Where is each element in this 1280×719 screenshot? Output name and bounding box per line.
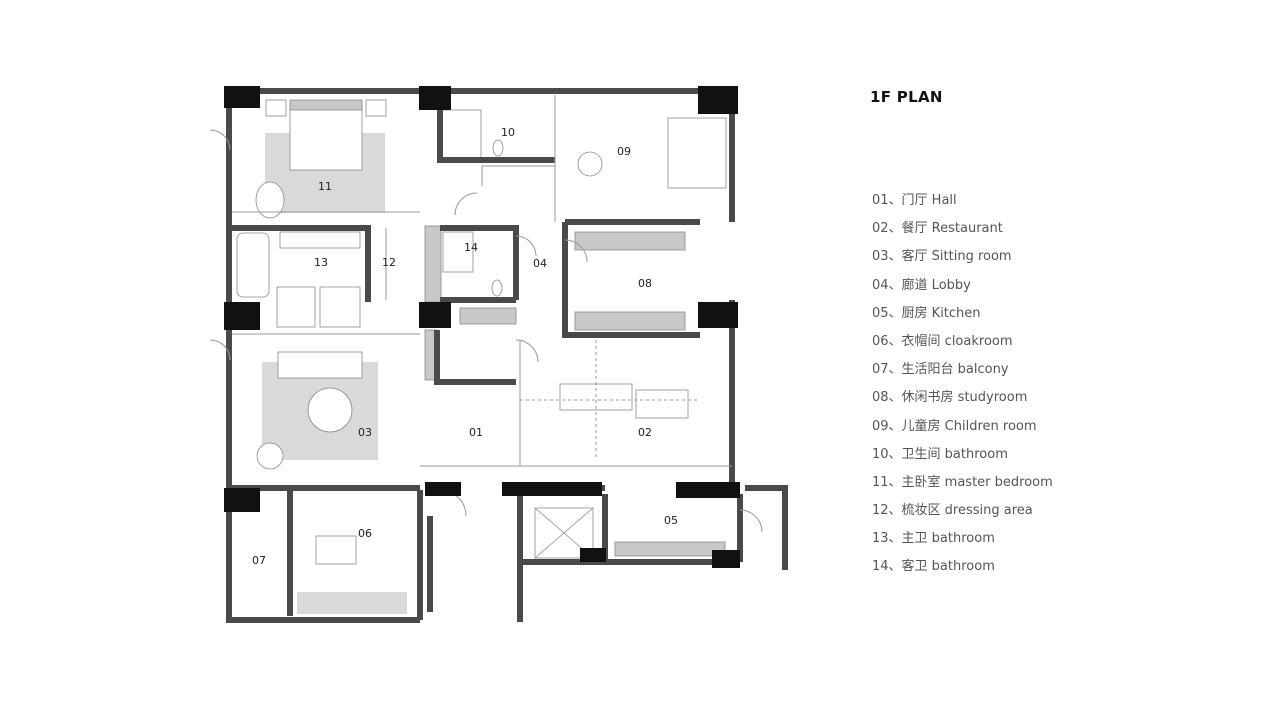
toilet-14 [491,279,503,297]
room-08-number: 08 [638,277,652,290]
legend-item: 01、门厅 Hall [872,193,957,208]
room-07-number: 07 [252,554,266,567]
legend-item: 03、客厅 Sitting room [872,249,1012,265]
plan-title: 1F PLAN [870,88,943,106]
sofa [277,351,363,379]
cloak-island [315,535,357,565]
toilet-10 [492,139,504,157]
toilet-room-13 [319,286,361,328]
room-14-number: 14 [464,241,478,254]
armchair [256,442,284,470]
nightstand-left [265,99,287,117]
nightstand-right [365,99,387,117]
furniture [236,99,727,565]
legend-item: 02、餐厅 Restaurant [872,221,1003,237]
room-04-number: 04 [533,257,547,270]
legend-item: 12、梳妆区 dressing area [872,503,1033,519]
children-bed [667,117,727,189]
partition-block-c [459,307,517,325]
room-11-number: 11 [318,180,332,193]
coffee-table [307,387,353,433]
play-table [577,151,603,177]
legend-item: 13、主卫 bathroom [872,531,995,547]
legend-item: 09、儿童房 Children room [872,418,1037,434]
kitchen-counter [614,541,726,557]
shower-14 [442,231,474,273]
dining-island [635,389,689,419]
column [676,482,740,498]
legend-item: 08、休闲书房 studyroom [872,390,1028,406]
bathtub [236,232,270,298]
column [224,488,260,512]
column [712,550,740,568]
column [698,302,738,328]
legend-item: 14、客卫 bathroom [872,559,995,575]
room-05-number: 05 [664,514,678,527]
column [224,302,260,330]
legend-item: 07、生活阳台 balcony [872,362,1009,378]
legend-item: 10、卫生间 bathroom [872,446,1008,462]
column [502,482,602,496]
partition-block-a [424,225,442,303]
column [698,86,738,114]
shower-10 [440,109,482,161]
bed-headboard [289,99,363,111]
room-legend: 01、门厅 Hall 02、餐厅 Restaurant 03、客厅 Sittin… [872,192,1053,587]
room-13-number: 13 [314,256,328,269]
room-03-number: 03 [358,426,372,439]
legend-item: 06、衣帽间 cloakroom [872,333,1013,349]
column [425,482,461,496]
columns [224,86,740,568]
study-desk [574,311,686,331]
study-shelf [574,231,686,251]
room-numbers: 01 02 03 04 05 06 07 08 09 10 11 12 13 1… [252,126,678,567]
room-10-number: 10 [501,126,515,139]
room-02-number: 02 [638,426,652,439]
lounge-chair [255,181,285,219]
room-06-number: 06 [358,527,372,540]
legend-item: 11、主卧室 master bedroom [872,474,1053,490]
shower-13 [276,286,316,328]
master-bed [289,103,363,171]
column [580,548,606,562]
vanity-counter [279,231,361,249]
column [224,86,260,108]
cloakroom-floor-strip [297,592,407,614]
column [419,86,451,110]
thin-lines [209,95,763,533]
legend-item: 04、廊道 Lobby [872,277,971,293]
room-09-number: 09 [617,145,631,158]
room-01-number: 01 [469,426,483,439]
legend-item: 05、厨房 Kitchen [872,305,981,321]
room-12-number: 12 [382,256,396,269]
column [419,302,451,328]
